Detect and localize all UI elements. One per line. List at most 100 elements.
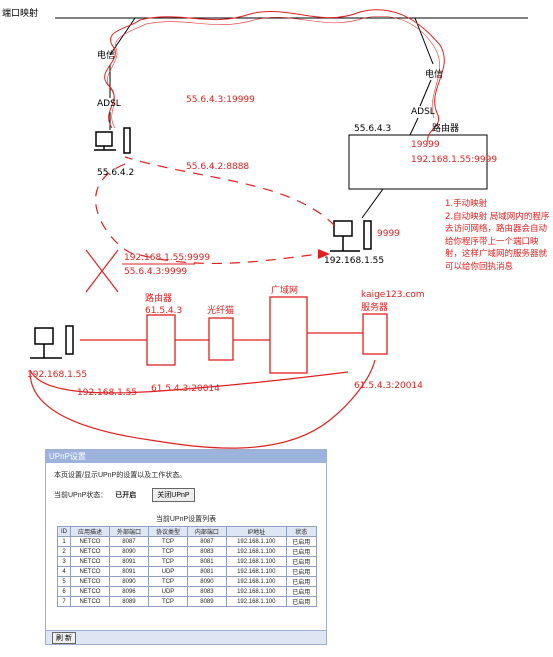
fiber-modem-box — [208, 317, 234, 361]
table-cell: 8090 — [108, 576, 149, 587]
router-box-top — [348, 134, 488, 190]
table-cell: NETCO — [69, 546, 110, 557]
table-cell: TCP — [147, 576, 188, 587]
label-lan-pc-ip: 192.168.1.55 — [324, 256, 385, 266]
table-cell: 8091 — [108, 556, 149, 567]
table-cell: 已启用 — [285, 566, 318, 577]
col-int-port: 内部端口 — [186, 526, 227, 537]
table-cell: 7 — [57, 596, 71, 607]
note-manual: 1.手动映射 — [445, 199, 488, 209]
label-red-public: 55.6.4.3:19999 — [186, 95, 255, 105]
table-cell: 8087 — [186, 536, 227, 547]
label-bottom-src: 192.168.1.55 — [77, 388, 138, 398]
red-connection-path — [104, 9, 445, 143]
table-cell: 8089 — [108, 596, 149, 607]
table-cell: NETCO — [69, 556, 110, 567]
table-cell: 192.168.1.100 — [225, 556, 287, 567]
label-pc-ip-top: 55.6.4.2 — [97, 168, 135, 178]
label-router-ip-top: 55.6.4.3 — [354, 124, 392, 134]
upnp-panel: UPnP设置 本页设置/显示UPnP的设置以及工作状态。 当前UPnP状态： 已… — [45, 449, 327, 645]
upnp-panel-title: UPnP设置 — [46, 450, 326, 463]
pc-icon-top-left — [94, 127, 131, 154]
table-cell: 4 — [57, 566, 71, 577]
table-cell: 192.168.1.100 — [225, 546, 287, 557]
right-telecom-link — [414, 17, 434, 65]
table-cell: 8090 — [108, 546, 149, 557]
diagram-title: 端口映射 — [2, 9, 39, 19]
label-router-map-target: 192.168.1.55:9999 — [411, 155, 498, 165]
col-ext-port: 外部端口 — [108, 526, 149, 537]
upnp-status-row: 当前UPnP状态： 已开启 关闭UPnP — [54, 488, 318, 502]
table-cell: 192.168.1.100 — [225, 576, 287, 587]
table-cell: NETCO — [69, 566, 110, 577]
table-cell: TCP — [147, 536, 188, 547]
label-wan: 广域网 — [271, 286, 299, 296]
label-server-domain: kaige123.com — [361, 290, 425, 300]
pc-icon-bottom — [30, 325, 74, 359]
red-return-curve — [29, 359, 376, 449]
label-server: 服务器 — [361, 303, 389, 313]
table-cell: 192.168.1.100 — [225, 596, 287, 607]
upnp-status-label: 当前UPnP状态： — [54, 492, 108, 499]
note-auto: 2.自动映射 局域网内的程序去访问网络，路由器会自动给你程序带上一个端口映射，这… — [445, 211, 550, 272]
table-cell: 3 — [57, 556, 71, 567]
label-adsl-right: ADSL — [411, 107, 435, 117]
table-cell: NETCO — [69, 596, 110, 607]
table-cell: 192.168.1.100 — [225, 536, 287, 547]
label-bottom-nat: 61.5.4.3:20014 — [151, 384, 220, 394]
table-cell: TCP — [147, 556, 188, 567]
table-cell: 192.168.1.100 — [225, 566, 287, 577]
table-cell: 6 — [57, 586, 71, 597]
right-router-link — [409, 117, 419, 136]
right-adsl-link — [419, 79, 432, 107]
label-router-top: 路由器 — [432, 124, 460, 134]
router-box-bottom — [146, 314, 176, 366]
label-telecom-left: 电信 — [97, 51, 116, 61]
label-adsl-left: ADSL — [97, 99, 121, 109]
table-cell: 8091 — [108, 566, 149, 577]
label-router-map-port: 19999 — [411, 140, 440, 150]
label-lan-port: 9999 — [377, 229, 400, 239]
notes-block: 1.手动映射 2.自动映射 局域网内的程序去访问网络，路由器会自动给你程序带上一… — [445, 198, 553, 273]
table-cell: 192.168.1.100 — [225, 586, 287, 597]
label-bottom-return: 61.5.4.3:20014 — [354, 381, 423, 391]
table-cell: 8083 — [186, 546, 227, 557]
col-protocol: 协议类型 — [147, 526, 188, 537]
table-cell: 已启用 — [285, 576, 318, 587]
table-cell: 8090 — [186, 576, 227, 587]
upnp-panel-footer: 刷 新 — [46, 630, 326, 644]
table-cell: 8089 — [186, 596, 227, 607]
wan-box — [269, 296, 308, 374]
close-upnp-button[interactable]: 关闭UPnP — [152, 488, 195, 502]
label-red-pc-port: 55.6.4.2:8888 — [186, 162, 250, 172]
table-cell: TCP — [147, 546, 188, 557]
col-app: 应用描述 — [69, 526, 110, 537]
table-cell: 1 — [57, 536, 71, 547]
refresh-button[interactable]: 刷 新 — [52, 632, 76, 644]
table-cell: 已启用 — [285, 546, 318, 557]
table-cell: UDP — [147, 566, 188, 577]
red-dashed-arc-top — [124, 156, 336, 227]
table-cell: 已启用 — [285, 586, 318, 597]
table-cell: 2 — [57, 546, 71, 557]
table-cell: 已启用 — [285, 556, 318, 567]
table-cell: 8081 — [186, 566, 227, 577]
table-cell: 8087 — [108, 536, 149, 547]
upnp-status-value: 已开启 — [115, 492, 137, 499]
left-telecom-link — [109, 17, 136, 56]
label-cross-to: 55.6.4.3:9999 — [124, 267, 188, 277]
red-bottom-curve — [29, 369, 349, 394]
table-cell: NETCO — [69, 576, 110, 587]
table-cell: NETCO — [69, 536, 110, 547]
table-cell: 8096 — [108, 586, 149, 597]
upnp-description: 本页设置/显示UPnP的设置以及工作状态。 — [54, 472, 187, 479]
table-cell: 5 — [57, 576, 71, 587]
table-cell: 8083 — [186, 586, 227, 597]
